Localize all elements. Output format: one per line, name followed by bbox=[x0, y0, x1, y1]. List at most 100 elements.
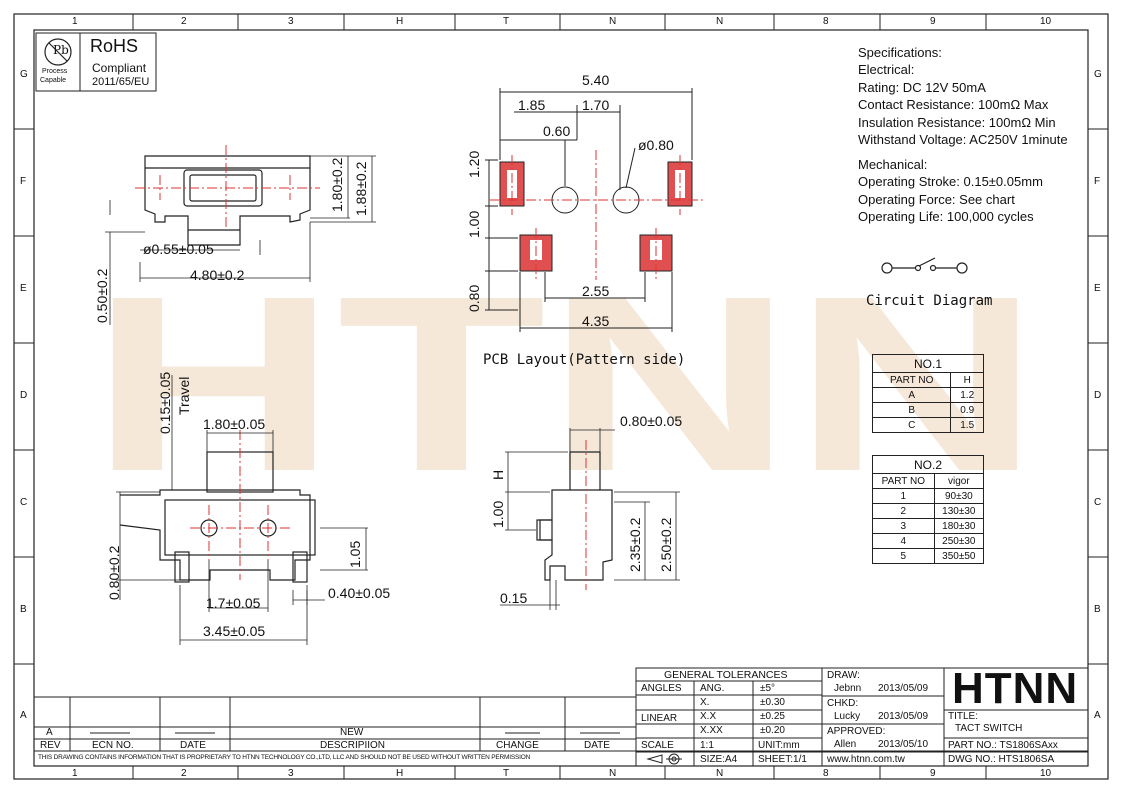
rev-header: REV bbox=[40, 740, 61, 751]
scale-value: 1:1 bbox=[700, 740, 714, 751]
row-label: G bbox=[20, 69, 28, 80]
col-label: T bbox=[503, 16, 510, 27]
projection-symbol-icon bbox=[646, 753, 682, 765]
dim-label: Travel bbox=[176, 376, 192, 415]
table-cell: 0.9 bbox=[950, 402, 984, 418]
col-label: 1 bbox=[72, 16, 78, 27]
rev-header: CHANGE bbox=[496, 740, 539, 751]
table-cell: 3 bbox=[872, 518, 935, 534]
dim-label: 5.40 bbox=[582, 72, 610, 88]
table-cell: 90±30 bbox=[933, 488, 985, 504]
dim-label: ø0.55±0.05 bbox=[143, 241, 214, 257]
row-label: A bbox=[20, 710, 27, 721]
rohs-directive: 2011/65/EU bbox=[92, 76, 150, 88]
dim-label: 0.80±0.05 bbox=[620, 413, 683, 429]
rev-header: DATE bbox=[180, 740, 206, 751]
dim-label: 0.15±0.05 bbox=[157, 371, 173, 434]
row-label: C bbox=[20, 497, 28, 508]
row-label: D bbox=[1094, 390, 1102, 401]
top-view-drawing bbox=[144, 155, 311, 246]
col-label: 10 bbox=[1040, 768, 1052, 779]
col-label: H bbox=[396, 768, 404, 779]
dim-label: 0.80 bbox=[466, 284, 482, 312]
table-header: PART NO bbox=[872, 473, 935, 489]
table-cell: 350±50 bbox=[933, 548, 985, 564]
dim-label: 0.60 bbox=[543, 123, 571, 139]
row-label: A bbox=[1094, 710, 1101, 721]
table-cell: 2 bbox=[872, 503, 935, 519]
dim-label: 1.88±0.2 bbox=[353, 161, 369, 216]
col-label: 8 bbox=[823, 16, 829, 27]
rohs-process: Process bbox=[42, 68, 68, 75]
col-label: 2 bbox=[181, 16, 187, 27]
tol-label: X.XX bbox=[700, 725, 723, 736]
table-header: vigor bbox=[933, 473, 985, 489]
rohs-title: RoHS bbox=[90, 36, 139, 56]
dim-label: 1.80±0.2 bbox=[329, 157, 345, 212]
tol-label: ANG. bbox=[700, 683, 725, 694]
dim-label: 1.00 bbox=[490, 500, 506, 528]
row-label: D bbox=[20, 390, 28, 401]
dim-label: 1.7±0.05 bbox=[206, 595, 261, 611]
col-label: N bbox=[716, 16, 724, 27]
approved-name: Allen bbox=[834, 739, 857, 750]
website: www.htnn.com.tw bbox=[827, 754, 905, 765]
col-label: H bbox=[396, 16, 404, 27]
row-label: F bbox=[20, 176, 27, 187]
dim-label: H bbox=[490, 469, 506, 480]
table-cell: 1.2 bbox=[950, 387, 984, 403]
dim-label: 2.35±0.2 bbox=[627, 517, 643, 572]
rev-header: ECN NO. bbox=[92, 740, 134, 751]
circuit-diagram bbox=[881, 257, 968, 274]
row-label: B bbox=[20, 604, 27, 615]
row-label: B bbox=[1094, 604, 1101, 615]
dim-label: 2.50±0.2 bbox=[658, 517, 674, 572]
dim-label: 1.85 bbox=[518, 97, 546, 113]
tol-label: ANGLES bbox=[641, 683, 682, 694]
dim-label: 1.20 bbox=[466, 150, 482, 178]
spec-line: Contact Resistance: 100mΩ Max bbox=[858, 97, 1049, 112]
dim-label: 0.40±0.05 bbox=[328, 585, 391, 601]
sheet-value: SHEET:1/1 bbox=[758, 754, 807, 765]
table-cell: 4 bbox=[872, 533, 935, 549]
rohs-logo bbox=[35, 32, 157, 92]
dim-label: 0.15 bbox=[500, 590, 528, 606]
spec-line: Operating Life: 100,000 cycles bbox=[858, 209, 1034, 224]
table-cell: 5 bbox=[872, 548, 935, 564]
spec-line: Specifications: bbox=[858, 45, 942, 60]
table-cell: 1.5 bbox=[950, 417, 984, 433]
col-label: 10 bbox=[1040, 16, 1052, 27]
col-label: N bbox=[716, 768, 724, 779]
tol-value: ±5° bbox=[760, 683, 776, 694]
chkd-date: 2013/05/09 bbox=[878, 711, 929, 722]
spec-line: Operating Force: See chart bbox=[858, 192, 1015, 207]
title-value: TACT SWITCH bbox=[955, 723, 1023, 734]
scale-label: SCALE bbox=[641, 740, 674, 751]
table-cell: 1 bbox=[872, 488, 935, 504]
chkd-name: Lucky bbox=[834, 711, 861, 722]
col-label: N bbox=[609, 768, 617, 779]
tol-label: LINEAR bbox=[641, 713, 678, 724]
row-label: E bbox=[1094, 283, 1101, 294]
tol-value: ±0.20 bbox=[760, 725, 785, 736]
spec-line: Rating: DC 12V 50mA bbox=[858, 80, 986, 95]
rohs-pb: Pb bbox=[53, 43, 69, 57]
row-label: F bbox=[1094, 176, 1101, 187]
dim-label: 0.80±0.2 bbox=[106, 545, 122, 600]
row-label: E bbox=[20, 283, 27, 294]
dim-label: 1.70 bbox=[582, 97, 610, 113]
rohs-capable: Capable bbox=[40, 77, 67, 84]
draw-date: 2013/05/09 bbox=[878, 683, 929, 694]
dim-label: 4.35 bbox=[582, 313, 610, 329]
draw-name: Jebnn bbox=[834, 683, 862, 694]
col-label: 3 bbox=[288, 16, 294, 27]
table-header: PART NO bbox=[871, 372, 952, 388]
spec-line: Operating Stroke: 0.15±0.05mm bbox=[858, 174, 1043, 189]
rev-new: NEW bbox=[340, 727, 364, 738]
spec-line: Electrical: bbox=[858, 62, 915, 77]
